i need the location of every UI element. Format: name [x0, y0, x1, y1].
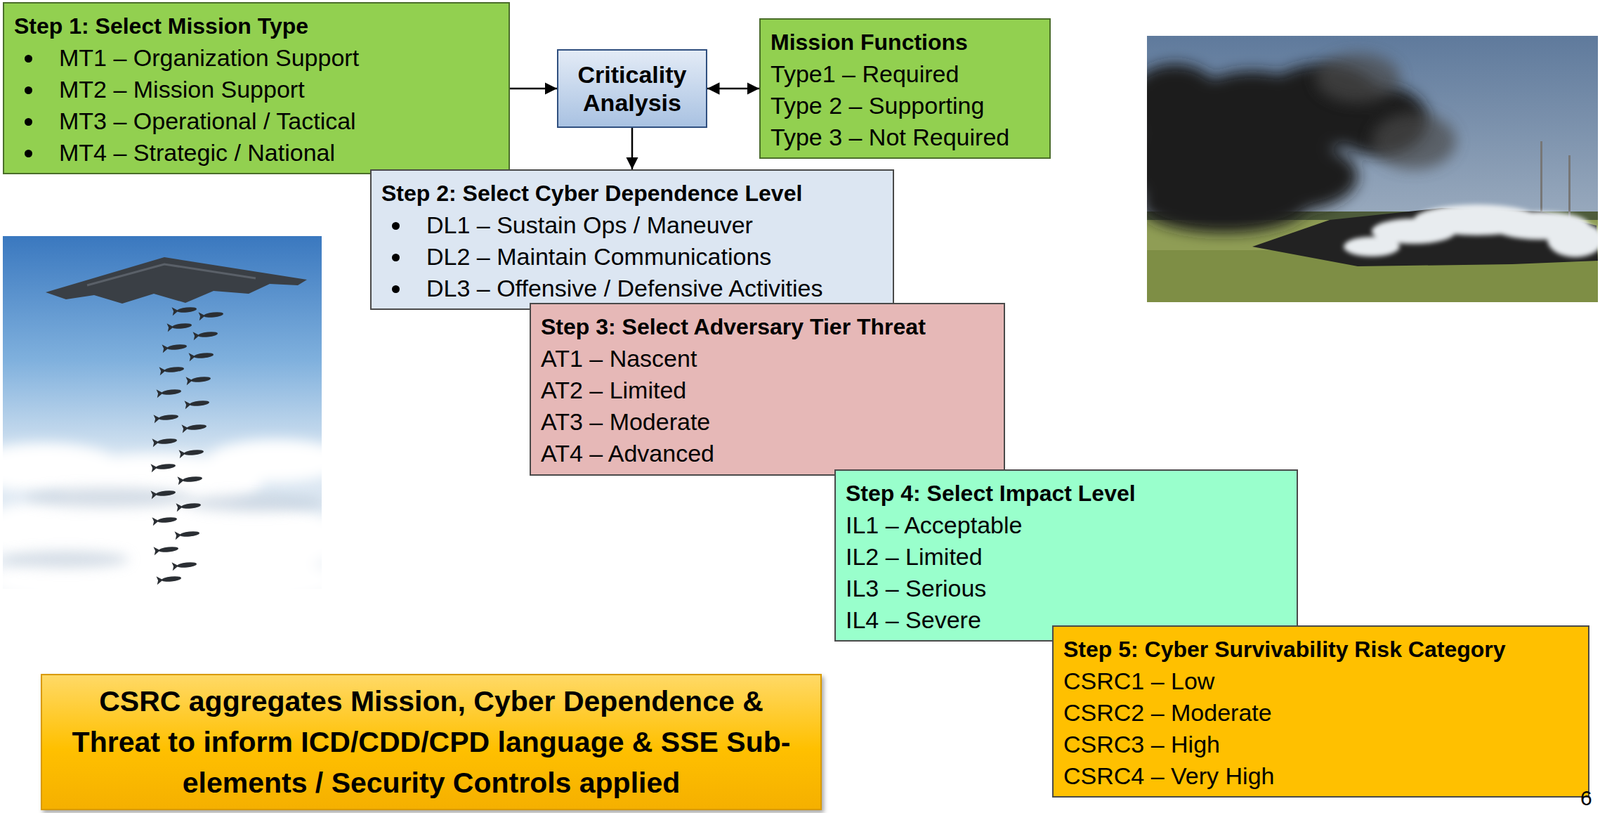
- crash-photo: [1146, 35, 1598, 303]
- summary-box: CSRC aggregates Mission, Cyber Dependenc…: [40, 673, 822, 810]
- list-row: AT4 – Advanced: [540, 437, 992, 470]
- list-item: Type 2 – Supporting: [770, 92, 985, 119]
- list-item: CSRC4 – Very High: [1063, 762, 1275, 789]
- list-row: Type1 – Required: [770, 58, 1037, 90]
- bullet-dot: [24, 86, 33, 95]
- mission-type-box: Step 1: Select Mission TypeMT1 – Organiz…: [2, 2, 510, 175]
- list-item: CSRC3 – High: [1063, 730, 1221, 758]
- list-item: MT2 – Mission Support: [58, 75, 305, 103]
- bullet-dot: [24, 149, 33, 158]
- box-text: CSRC aggregates Mission, Cyber Dependenc…: [58, 680, 804, 803]
- list-row: CSRC1 – Low: [1063, 665, 1576, 697]
- list-row: CSRC2 – Moderate: [1063, 696, 1576, 729]
- list-row: DL2 – Maintain Communications: [381, 240, 881, 273]
- heading-row: Step 1: Select Mission Type: [14, 10, 496, 43]
- list-row: AT1 – Nascent: [540, 342, 992, 375]
- list-row: DL3 – Offensive / Defensive Activities: [381, 272, 881, 305]
- bullet-dot: [24, 117, 33, 126]
- page-number: 6: [1580, 785, 1593, 810]
- process-box: Criticality Analysis: [556, 49, 708, 128]
- heading-row: Step 2: Select Cyber Dependence Level: [381, 177, 881, 210]
- list-item: DL3 – Offensive / Defensive Activities: [426, 274, 823, 302]
- box-heading: Step 1: Select Mission Type: [14, 10, 496, 43]
- list-item: Type1 – Required: [770, 60, 959, 88]
- list-item: MT1 – Organization Support: [58, 44, 359, 71]
- box-text: Criticality Analysis: [564, 60, 701, 117]
- list-item: CSRC1 – Low: [1063, 667, 1215, 694]
- list-item: Type 3 – Not Required: [770, 123, 1010, 151]
- list-item: MT3 – Operational / Tactical: [58, 107, 357, 135]
- list-item: IL3 – Serious: [845, 574, 987, 602]
- list-item: DL1 – Sustain Ops / Maneuver: [426, 211, 753, 239]
- dependence-level-box: Step 2: Select Cyber Dependence LevelDL1…: [370, 169, 895, 310]
- box-heading: Step 3: Select Adversary Tier Threat: [540, 311, 992, 343]
- heading-row: Step 3: Select Adversary Tier Threat: [540, 311, 992, 343]
- list-row: AT3 – Moderate: [540, 405, 992, 438]
- list-item: CSRC2 – Moderate: [1063, 698, 1272, 726]
- bullet-dot: [24, 54, 33, 63]
- list-item: AT4 – Advanced: [540, 439, 715, 467]
- list-row: IL3 – Serious: [845, 572, 1284, 605]
- list-item: DL2 – Maintain Communications: [426, 243, 772, 270]
- bullet-dot: [391, 285, 400, 293]
- bullet-dot: [391, 221, 400, 230]
- bomber-photo: [2, 235, 322, 589]
- list-item: IL2 – Limited: [845, 542, 983, 570]
- arrow-connector: [707, 87, 760, 90]
- list-row: MT3 – Operational / Tactical: [14, 105, 496, 137]
- list-item: IL1 – Acceptable: [845, 511, 1022, 539]
- box-heading: Mission Functions: [770, 26, 1037, 59]
- heading-row: Mission Functions: [770, 26, 1037, 59]
- list-row: CSRC3 – High: [1063, 728, 1576, 760]
- list-item: IL4 – Severe: [845, 606, 982, 633]
- risk-category-box: Step 5: Cyber Survivability Risk Categor…: [1052, 625, 1590, 798]
- list-row: MT4 – Strategic / National: [14, 136, 496, 169]
- box-heading: Step 5: Cyber Survivability Risk Categor…: [1063, 633, 1576, 666]
- heading-row: Step 4: Select Impact Level: [845, 477, 1284, 510]
- box-heading: Step 2: Select Cyber Dependence Level: [381, 177, 881, 210]
- list-item: AT1 – Nascent: [540, 344, 697, 372]
- list-item: AT2 – Limited: [540, 376, 687, 404]
- list-row: MT2 – Mission Support: [14, 73, 496, 106]
- mission-functions-box: Mission FunctionsType1 – RequiredType 2 …: [759, 18, 1051, 159]
- arrow-connector: [509, 87, 557, 90]
- list-row: Type 2 – Supporting: [770, 89, 1037, 122]
- bullet-dot: [391, 253, 400, 262]
- box-heading: Step 4: Select Impact Level: [845, 477, 1284, 510]
- list-row: Type 3 – Not Required: [770, 121, 1037, 154]
- heading-row: Step 5: Cyber Survivability Risk Categor…: [1063, 633, 1576, 666]
- list-item: MT4 – Strategic / National: [58, 139, 336, 166]
- list-row: IL2 – Limited: [845, 540, 1284, 573]
- list-row: DL1 – Sustain Ops / Maneuver: [381, 209, 881, 241]
- list-row: AT2 – Limited: [540, 374, 992, 406]
- impact-level-box: Step 4: Select Impact LevelIL1 – Accepta…: [834, 469, 1298, 642]
- list-row: MT1 – Organization Support: [14, 42, 496, 74]
- list-row: CSRC4 – Very High: [1063, 759, 1576, 792]
- adversary-tier-box: Step 3: Select Adversary Tier ThreatAT1 …: [529, 302, 1006, 476]
- arrow-connector: [631, 127, 634, 170]
- list-row: IL1 – Acceptable: [845, 509, 1284, 541]
- list-item: AT3 – Moderate: [540, 408, 711, 435]
